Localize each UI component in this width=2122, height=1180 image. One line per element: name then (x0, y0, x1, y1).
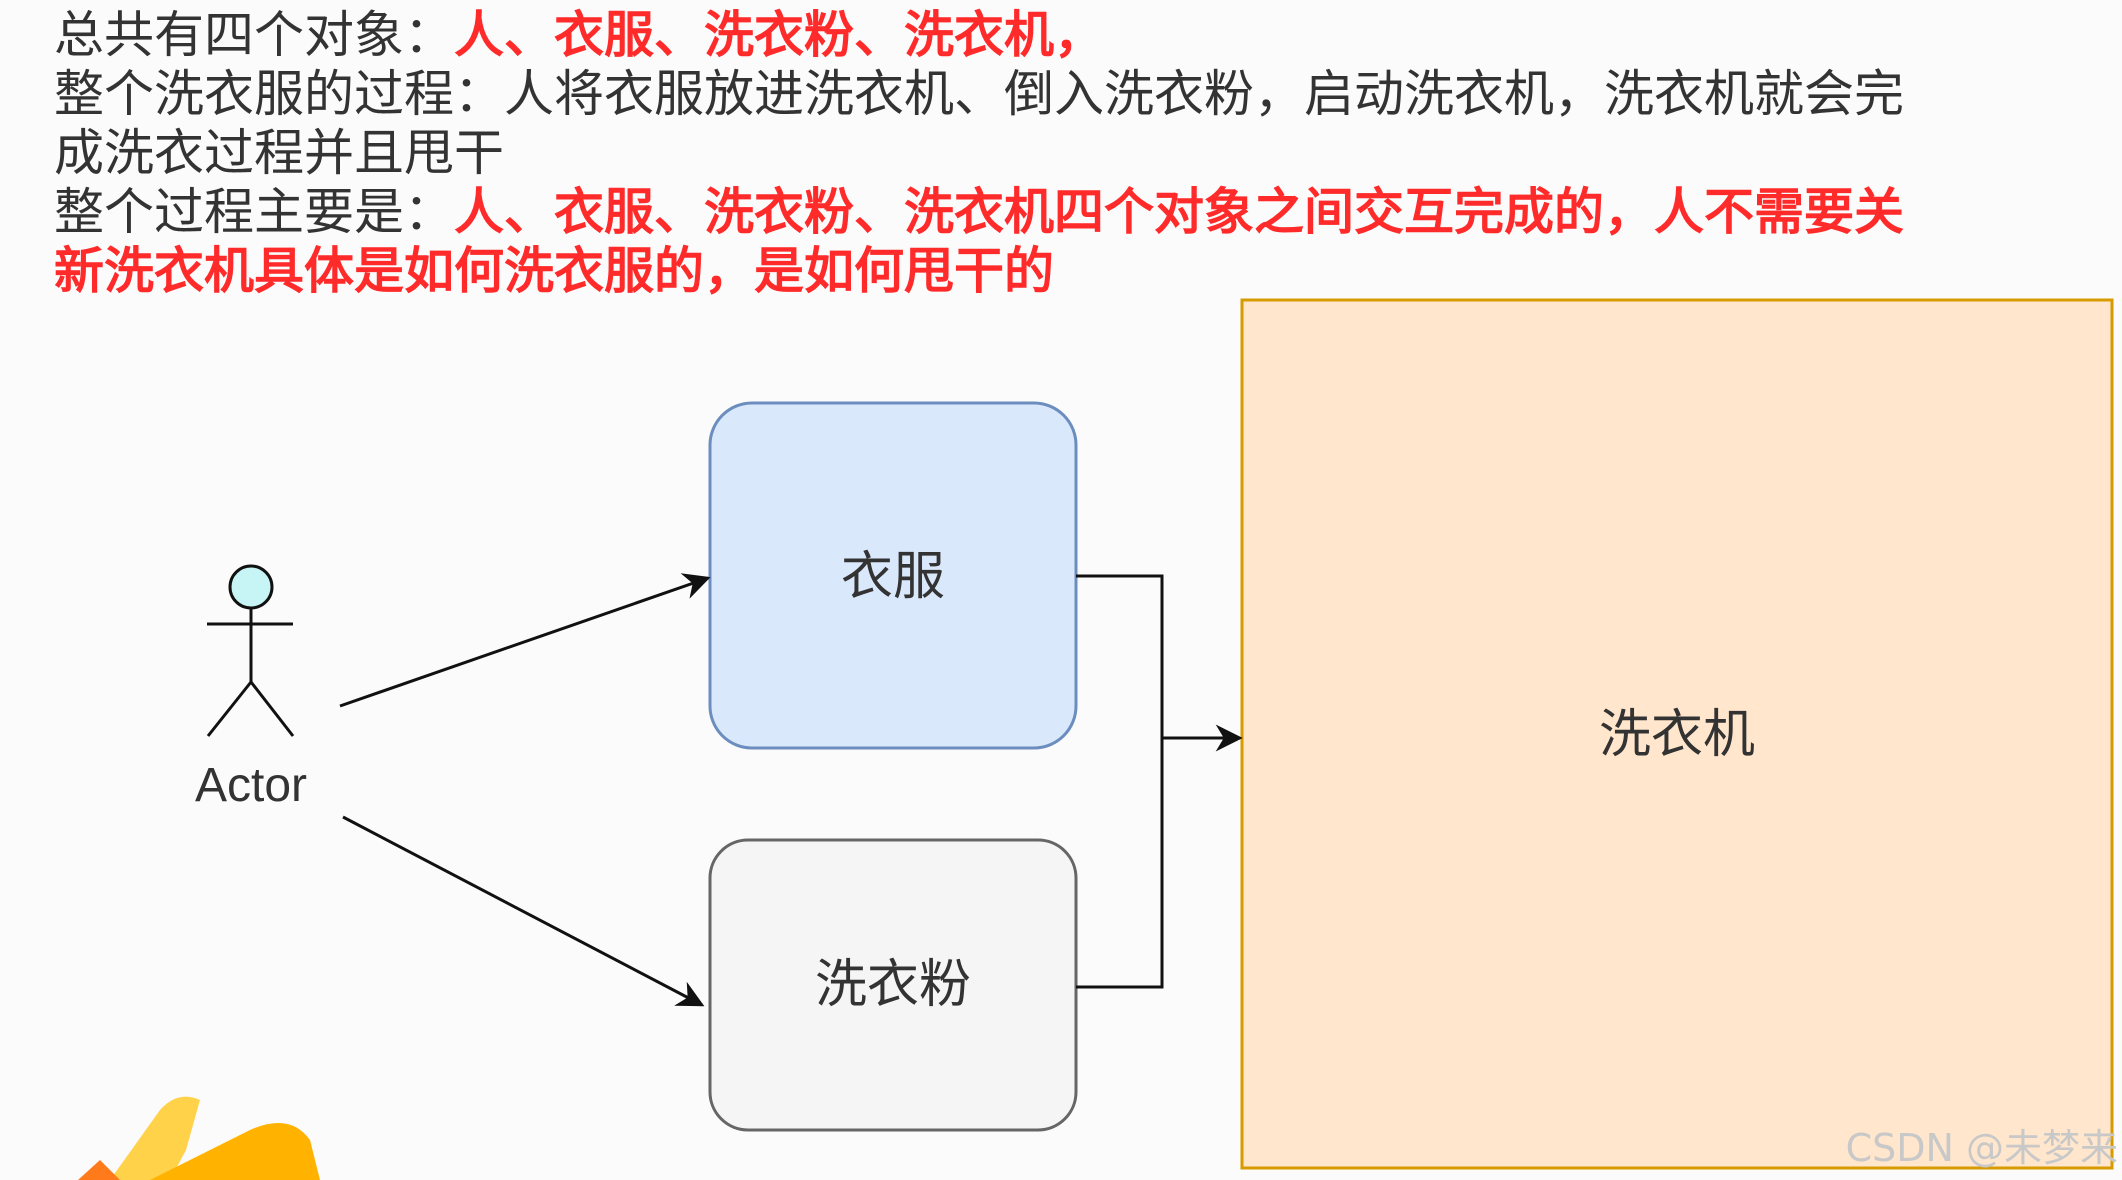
washer-label: 洗衣机 (1599, 705, 1755, 765)
summary-highlight: 人、衣服、洗衣粉、洗衣机四个对象之间交互完成的，人不需要关 (454, 183, 1904, 241)
summary-line-1: 整个过程主要是：人、衣服、洗衣粉、洗衣机四个对象之间交互完成的，人不需要关 (54, 183, 1954, 242)
actor-figure[interactable] (206, 564, 295, 737)
actor-right-leg (249, 681, 295, 737)
objects-suffix: ， (1054, 6, 1104, 64)
watermark-text: CSDN @未梦来 (1845, 1126, 2118, 1170)
actor-left-leg (206, 681, 253, 737)
detergent-label: 洗衣粉 (815, 955, 971, 1015)
process-line-2: 成洗衣过程并且甩干 (54, 124, 504, 182)
washer-box[interactable] (1240, 298, 2114, 1170)
connector-detergent (1076, 738, 1164, 989)
objects-line: 总共有四个对象：人、衣服、洗衣粉、洗衣机， (54, 6, 1954, 65)
description-text: 总共有四个对象：人、衣服、洗衣粉、洗衣机， 整个洗衣服的过程：人将衣服放进洗衣机… (54, 6, 1954, 301)
summary-prefix: 整个过程主要是： (54, 183, 454, 241)
objects-highlight: 人、衣服、洗衣粉、洗衣机 (454, 6, 1054, 64)
connector-clothes (1076, 574, 1164, 738)
actor-head (228, 564, 274, 610)
process-line-1: 整个洗衣服的过程：人将衣服放进洗衣机、倒入洗衣粉，启动洗衣机，洗衣机就会完 (54, 65, 1904, 123)
detergent-box[interactable] (708, 838, 1078, 1132)
decoration-ribbon-icon (78, 1096, 320, 1180)
arrow-actor-to-detergent (342, 815, 705, 1007)
summary-line-2: 新洗衣机具体是如何洗衣服的，是如何甩干的 (54, 242, 1054, 300)
clothes-label: 衣服 (841, 547, 945, 607)
arrow-actor-to-clothes (339, 573, 711, 708)
actor-label: Actor (195, 759, 307, 812)
objects-prefix: 总共有四个对象： (54, 6, 454, 64)
